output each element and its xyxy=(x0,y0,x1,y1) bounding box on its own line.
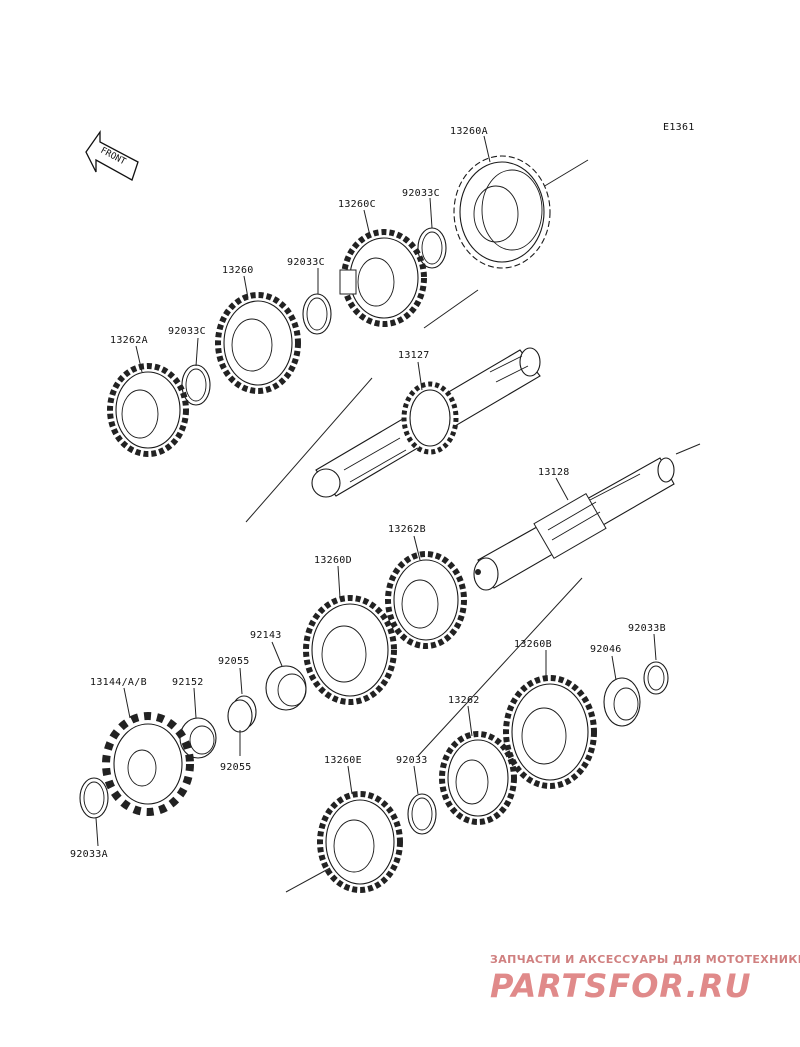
gear-13260C xyxy=(339,229,427,327)
bushing-92143 xyxy=(265,665,307,711)
axis-line xyxy=(285,867,331,893)
label-13260E: 13260E xyxy=(324,755,362,766)
axis-line xyxy=(423,289,479,329)
label-13260B: 13260B xyxy=(514,639,552,650)
label-92152: 92152 xyxy=(172,677,204,688)
gear-13262 xyxy=(439,731,517,825)
bushing-92152 xyxy=(179,717,217,759)
gear-13260B xyxy=(503,675,597,789)
bearing-92046 xyxy=(603,677,641,727)
label-13127: 13127 xyxy=(398,350,430,361)
diagram-code: E1361 xyxy=(663,122,695,133)
label-92033: 92033 xyxy=(396,755,428,766)
gear-13262A xyxy=(107,363,189,457)
watermark-brand: PARTSFOR.RU xyxy=(490,967,751,1005)
circlip-92033B xyxy=(643,661,669,695)
circlip-92033C-c xyxy=(181,364,211,406)
label-92033B: 92033B xyxy=(628,623,666,634)
axis-line xyxy=(417,577,583,757)
gear-13260D xyxy=(303,595,397,705)
gear-13260E xyxy=(317,791,403,893)
watermark: ЗАПЧАСТИ И АКСЕССУАРЫ ДЛЯ МОТОТЕХНИКИ PA… xyxy=(490,953,800,1005)
label-92033C-a: 92033C xyxy=(402,188,440,199)
label-13262A: 13262A xyxy=(110,335,148,346)
label-92046: 92046 xyxy=(590,644,622,655)
front-arrow-icon: FRONT xyxy=(85,129,139,181)
label-13260D: 13260D xyxy=(314,555,352,566)
circlip-92033C-b xyxy=(302,293,332,335)
shaft-13128 xyxy=(473,457,675,591)
gear-13260 xyxy=(215,292,301,394)
label-92055-b: 92055 xyxy=(220,762,252,773)
label-92033C-b: 92033C xyxy=(287,257,325,268)
watermark-tagline: ЗАПЧАСТИ И АКСЕССУАРЫ ДЛЯ МОТОТЕХНИКИ xyxy=(490,953,800,966)
axis-line xyxy=(245,377,373,523)
circlip-92033A xyxy=(79,777,109,819)
label-13128: 13128 xyxy=(538,467,570,478)
axis-line xyxy=(675,443,701,455)
gear-13260A xyxy=(453,155,551,269)
axis-line xyxy=(537,159,589,191)
shaft-13127 xyxy=(311,347,541,498)
label-13262: 13262 xyxy=(448,695,480,706)
circlip-92033C-a xyxy=(417,227,447,269)
label-13262B: 13262B xyxy=(388,524,426,535)
label-13144: 13144/A/B xyxy=(90,677,147,688)
label-92143: 92143 xyxy=(250,630,282,641)
ring-92055 xyxy=(227,695,257,733)
sprocket-13144 xyxy=(102,712,194,816)
label-92055-a: 92055 xyxy=(218,656,250,667)
label-92033A: 92033A xyxy=(70,849,108,860)
label-13260: 13260 xyxy=(222,265,254,276)
label-13260C: 13260C xyxy=(338,199,376,210)
circlip-92033 xyxy=(407,793,437,835)
leader-lines xyxy=(95,135,657,847)
label-92033C-c: 92033C xyxy=(168,326,206,337)
label-13260A: 13260A xyxy=(450,126,488,137)
gear-13262B xyxy=(385,551,467,649)
